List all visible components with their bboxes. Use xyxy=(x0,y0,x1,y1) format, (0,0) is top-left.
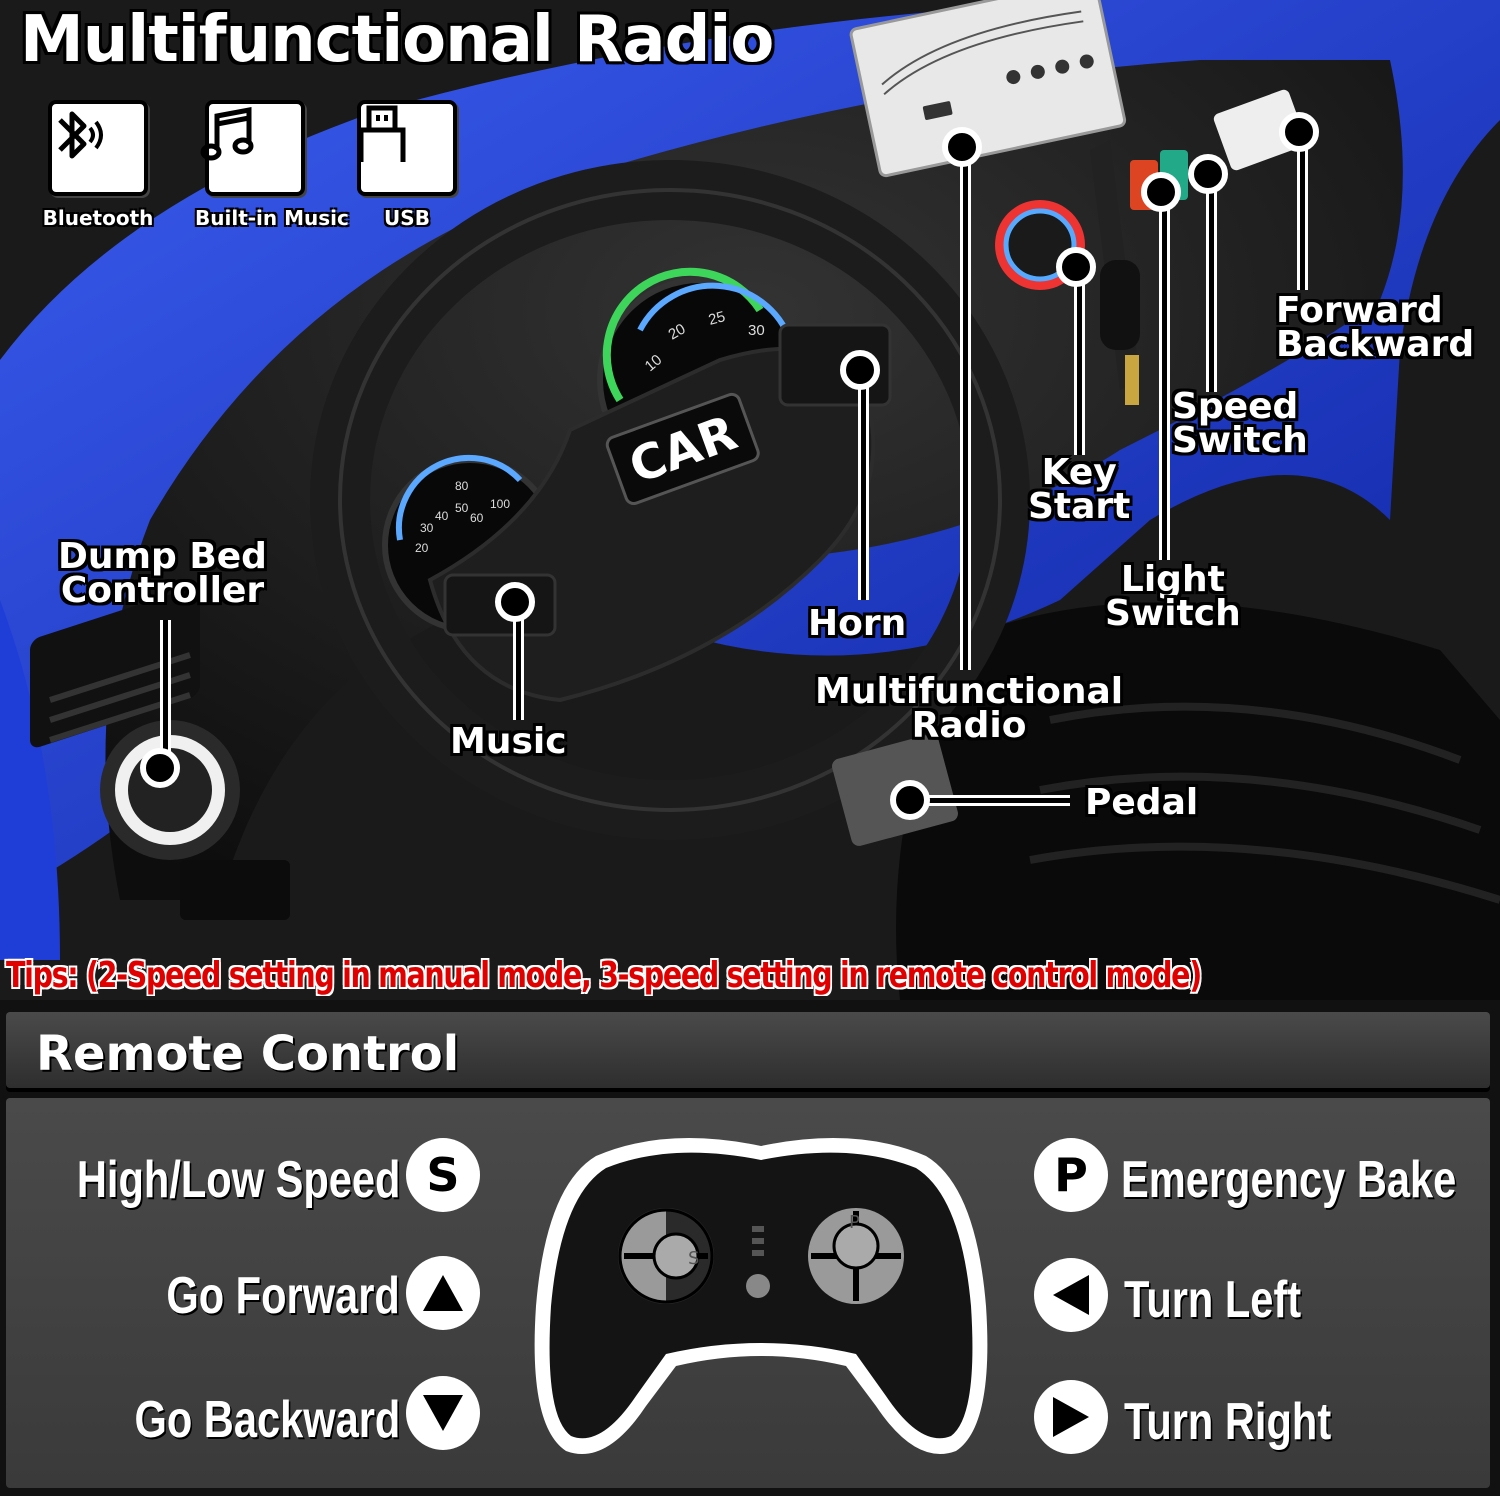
left-triangle-icon xyxy=(1034,1258,1108,1332)
remote-control-panel: High/Low Speed S Go Forward Go Backward … xyxy=(6,1098,1490,1488)
remote-control-title: Remote Control xyxy=(36,1026,460,1082)
gauge-left-tick: 80 xyxy=(455,479,469,493)
music-note-icon xyxy=(200,100,305,196)
callout-multifunctional-radio: Multifunctional Radio xyxy=(815,671,1124,747)
controller-p-button: P xyxy=(849,1212,860,1233)
feature-built-in-music: Built-in Music xyxy=(195,100,349,230)
callout-text: Forward xyxy=(1276,290,1443,331)
callout-text: Speed xyxy=(1172,386,1299,427)
callout-line xyxy=(513,600,524,720)
car-dashboard-photo: 10 20 25 30 20 30 40 50 60 80 100 CAR Mu… xyxy=(0,0,1500,1000)
callout-line xyxy=(1297,130,1308,290)
callout-line xyxy=(1159,190,1170,560)
callout-dot xyxy=(1141,172,1181,212)
gauge-left-tick: 50 xyxy=(455,501,469,515)
bluetooth-icon xyxy=(48,100,148,196)
rc-label-turn-right: Turn Right xyxy=(1124,1393,1332,1451)
brake-p-icon: P xyxy=(1034,1138,1108,1212)
callout-text: Switch xyxy=(1105,593,1241,635)
gauge-right-tick: 30 xyxy=(748,322,765,339)
feature-label: Built-in Music xyxy=(195,206,349,230)
callout-text: Key xyxy=(1041,452,1117,493)
callout-dot xyxy=(1279,112,1319,152)
callout-light-switch: Light Switch xyxy=(1105,559,1241,635)
usb-icon xyxy=(357,100,457,196)
callout-forward-backward: Forward Backward xyxy=(1276,290,1475,366)
tips-note: Tips: (2-Speed setting in manual mode, 3… xyxy=(6,955,1202,996)
callout-text: Controller xyxy=(60,570,265,612)
callout-line xyxy=(1206,172,1217,392)
rc-label-emergency-bake: Emergency Bake xyxy=(1121,1151,1457,1209)
callout-line xyxy=(910,795,1070,806)
callout-line xyxy=(960,145,971,670)
callout-dot xyxy=(890,780,930,820)
rc-label-go-forward: Go Forward xyxy=(166,1267,400,1325)
rc-label-turn-left: Turn Left xyxy=(1124,1271,1302,1329)
callout-text: Switch xyxy=(1172,420,1308,462)
callout-music: Music xyxy=(450,721,567,762)
feature-bluetooth: Bluetooth xyxy=(38,100,158,230)
gauge-left-tick: 100 xyxy=(490,497,510,511)
callout-text: Light xyxy=(1120,559,1225,600)
callout-line xyxy=(160,620,171,770)
gauge-left-tick: 20 xyxy=(415,541,429,555)
gauge-left-tick: 30 xyxy=(420,521,434,535)
rc-label-go-backward: Go Backward xyxy=(134,1391,400,1449)
callout-text: Start xyxy=(1028,486,1131,528)
callout-line xyxy=(1074,265,1085,455)
rc-label-high-low-speed: High/Low Speed xyxy=(76,1151,400,1209)
callout-speed-switch: Speed Switch xyxy=(1172,386,1308,462)
callout-text: Dump Bed xyxy=(58,536,267,577)
gauge-right-tick: 25 xyxy=(707,308,728,329)
callout-key-start: Key Start xyxy=(1028,452,1131,528)
down-triangle-icon xyxy=(406,1376,480,1450)
callout-pedal: Pedal xyxy=(1085,782,1199,823)
feature-usb: USB xyxy=(347,100,467,230)
callout-horn: Horn xyxy=(808,603,907,644)
dashboard-illustration: 10 20 25 30 20 30 40 50 60 80 100 CAR xyxy=(0,0,1500,1000)
callout-dot xyxy=(840,350,880,390)
gauge-left-tick: 60 xyxy=(470,511,484,525)
page-title: Multifunctional Radio xyxy=(20,3,774,77)
callout-text: Radio xyxy=(911,705,1027,747)
up-triangle-icon xyxy=(406,1256,480,1330)
feature-label: Bluetooth xyxy=(42,206,154,230)
callout-line xyxy=(858,368,869,600)
gauge-left-tick: 40 xyxy=(435,509,449,523)
remote-controller-image: S P xyxy=(534,1138,988,1454)
callout-dot xyxy=(140,748,180,788)
callout-dot xyxy=(1188,154,1228,194)
gauge-right-tick: 20 xyxy=(666,320,689,343)
callout-text: Multifunctional xyxy=(815,671,1124,712)
speed-s-icon: S xyxy=(406,1138,480,1212)
callout-dot xyxy=(495,582,535,622)
callout-dot xyxy=(942,127,982,167)
remote-control-header: Remote Control xyxy=(6,1012,1490,1088)
callout-dot xyxy=(1056,247,1096,287)
callout-dump-bed-controller: Dump Bed Controller xyxy=(58,536,267,612)
right-triangle-icon xyxy=(1034,1380,1108,1454)
feature-label: USB xyxy=(384,206,430,230)
callout-text: Backward xyxy=(1276,324,1475,366)
controller-s-button: S xyxy=(688,1248,699,1269)
